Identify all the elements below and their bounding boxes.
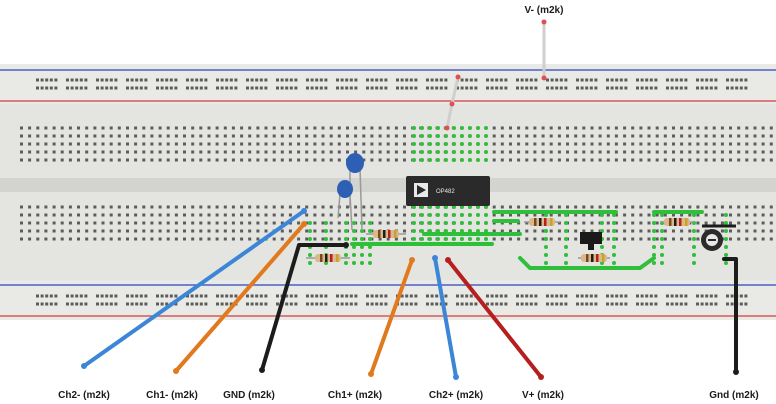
- resistor: [660, 218, 694, 226]
- ch2-minus-label: Ch2- (m2k): [58, 390, 110, 401]
- ch1-plus-wire: [369, 258, 414, 376]
- ceramic-capacitor: [346, 153, 364, 231]
- v-plus-wire: [446, 258, 543, 379]
- dual-transistor: [580, 232, 602, 250]
- resistor: [306, 254, 350, 262]
- gnd-left-label: GND (m2k): [223, 390, 275, 401]
- potentiometer: [701, 224, 736, 251]
- ch2-plus-wire: [433, 256, 458, 379]
- v-minus-lead: [541, 19, 547, 81]
- wire-ends: [81, 208, 739, 380]
- ch1-minus-label: Ch1- (m2k): [146, 390, 198, 401]
- breadboard: [0, 64, 776, 320]
- v-minus-label: V- (m2k): [525, 5, 564, 16]
- gnd-right-label: Gnd (m2k): [709, 390, 758, 401]
- ch2-plus-label: Ch2+ (m2k): [429, 390, 483, 401]
- gnd-wire-right: [722, 257, 738, 374]
- ch1-minus-wire: [174, 222, 306, 373]
- resistor: [578, 254, 610, 262]
- top-jumper-wire: [444, 74, 461, 131]
- resistor: [366, 230, 406, 238]
- resistor: [524, 218, 560, 226]
- green-jumper-group: [308, 126, 728, 270]
- external-leads: [82, 209, 738, 379]
- v-plus-label: V+ (m2k): [522, 390, 564, 401]
- ceramic-capacitor: [337, 180, 353, 231]
- ch1-plus-label: Ch1+ (m2k): [328, 390, 382, 401]
- ch2-minus-wire: [82, 209, 306, 368]
- chip-part-label: OP482: [436, 189, 455, 195]
- resistor-group: [306, 218, 694, 262]
- gnd-wire-left: [260, 243, 348, 372]
- op-amp-chip: OP482: [406, 176, 490, 206]
